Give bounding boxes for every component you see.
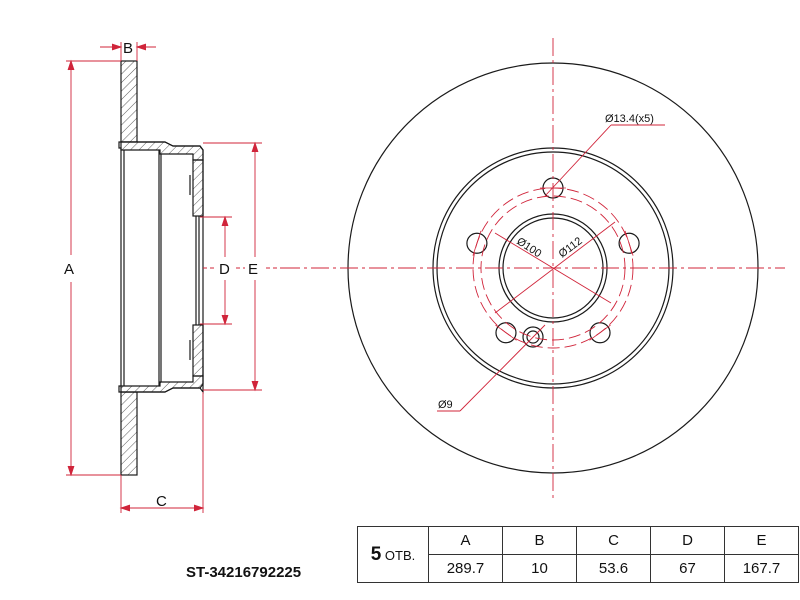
- value-d: 67: [650, 554, 725, 583]
- holes-label: ОТВ.: [384, 547, 416, 563]
- header-c: C: [576, 526, 651, 555]
- bolt-hole: [618, 232, 640, 254]
- bore-diameter-label: Ø100: [514, 235, 543, 260]
- flange-top-section: [120, 60, 138, 143]
- side-view: [118, 60, 204, 476]
- part-number: ST-34216792225: [186, 564, 302, 581]
- holes-count-cell: 5 ОТВ.: [357, 526, 429, 583]
- flange-bottom-section: [120, 391, 138, 476]
- table-row: 289.7 10 53.6 67 167.7: [358, 554, 799, 583]
- header-b: B: [502, 526, 577, 555]
- spec-table: 5 ОТВ. A B C D E 289.7 10 53.6 67 167.7: [357, 526, 799, 583]
- dimension-label-b: B: [123, 40, 133, 57]
- small-hole-note: Ø9: [438, 399, 453, 411]
- header-d: D: [650, 526, 725, 555]
- dimension-label-e: E: [248, 261, 258, 278]
- dimension-label-d: D: [219, 261, 230, 278]
- value-a: 289.7: [428, 554, 503, 583]
- header-e: E: [724, 526, 799, 555]
- bolt-hole-note: Ø13.4(x5): [605, 113, 654, 125]
- table-row: 5 ОТВ. A B C D E: [357, 526, 799, 583]
- front-view-centerlines: [282, 38, 785, 500]
- value-c: 53.6: [576, 554, 651, 583]
- dimension-label-c: C: [156, 493, 167, 510]
- bolt-circle-diameter-label: Ø112: [557, 235, 585, 260]
- side-view-dimensions: [66, 42, 285, 513]
- dimension-label-a: A: [64, 261, 74, 278]
- bolt-hole: [466, 232, 488, 254]
- header-a: A: [428, 526, 503, 555]
- holes-count: 5: [370, 543, 382, 565]
- value-b: 10: [502, 554, 577, 583]
- small-hole: [522, 326, 544, 348]
- value-e: 167.7: [724, 554, 799, 583]
